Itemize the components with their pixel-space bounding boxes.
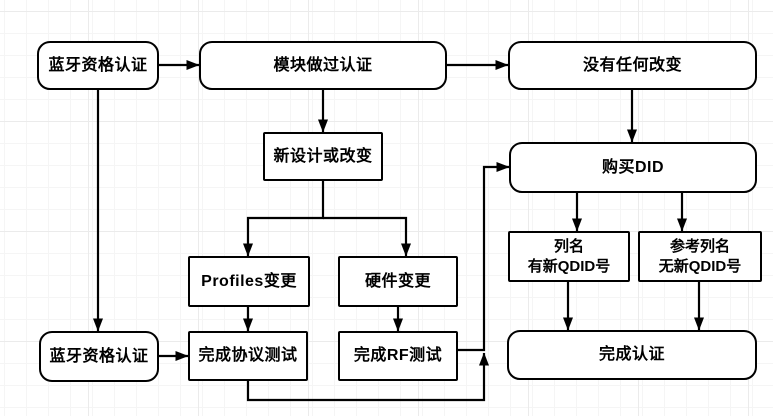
node-profiles-change[interactable]: Profiles变更 [188, 256, 310, 307]
node-bt-qualification-start[interactable]: 蓝牙资格认证 [37, 41, 159, 90]
node-complete-protocol-test[interactable]: 完成协议测试 [188, 331, 308, 381]
node-listed-new-qdid[interactable]: 列名 有新QDID号 [508, 231, 630, 282]
node-complete-rf-test[interactable]: 完成RF测试 [338, 331, 458, 381]
node-buy-did[interactable]: 购买DID [509, 142, 757, 193]
node-ref-listed-no-new-qdid[interactable]: 参考列名 无新QDID号 [638, 231, 762, 282]
node-no-change[interactable]: 没有任何改变 [508, 41, 757, 90]
node-complete-certification[interactable]: 完成认证 [507, 330, 757, 380]
node-hardware-change[interactable]: 硬件变更 [338, 256, 458, 307]
node-module-certified[interactable]: 模块做过认证 [199, 41, 447, 90]
node-bt-qualification-again[interactable]: 蓝牙资格认证 [39, 331, 159, 382]
node-new-design-or-change[interactable]: 新设计或改变 [263, 132, 383, 181]
